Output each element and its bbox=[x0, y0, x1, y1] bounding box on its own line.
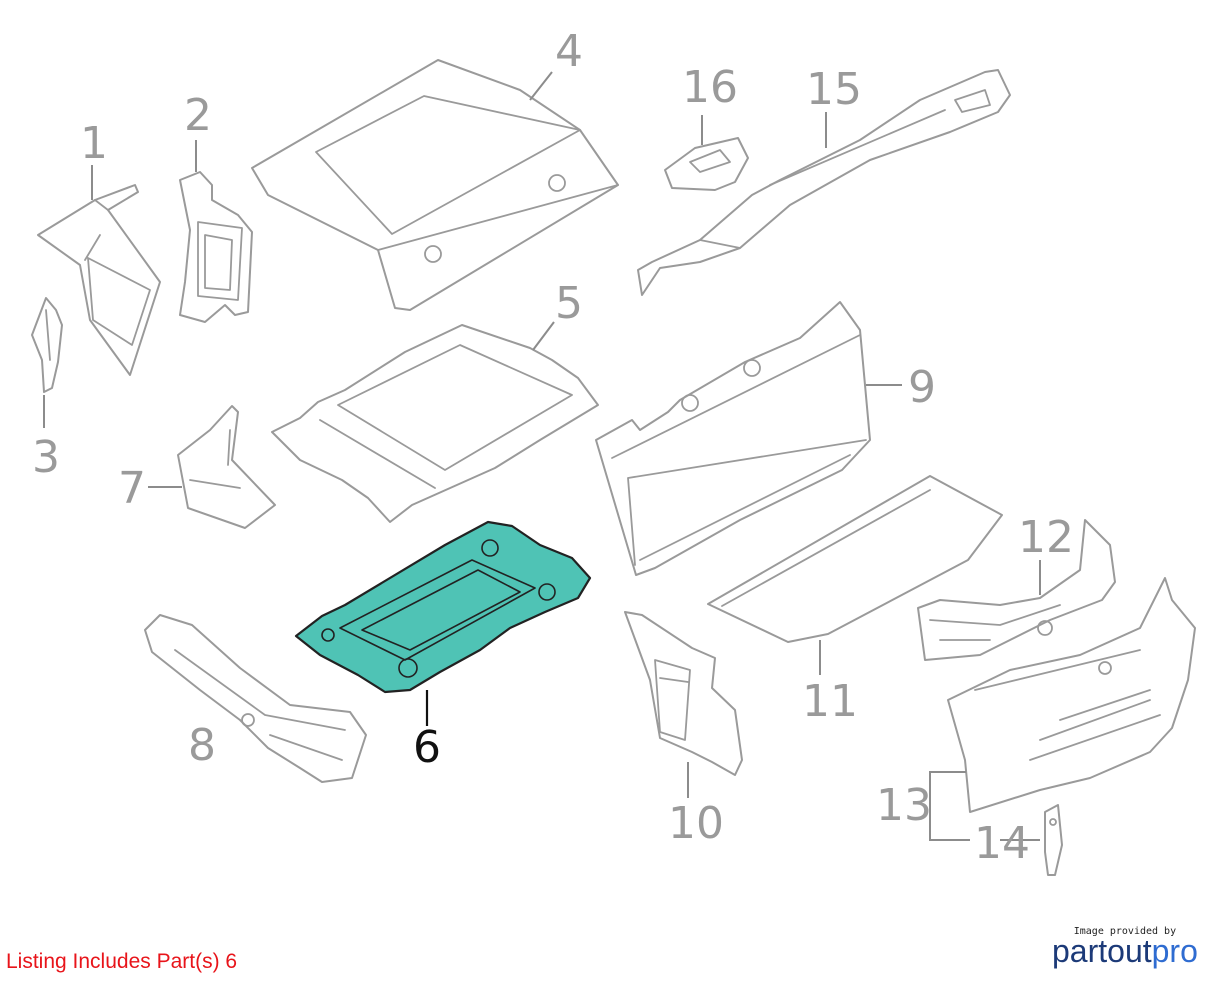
part-10-panel[interactable] bbox=[624, 611, 743, 776]
part-7-bracket[interactable] bbox=[177, 405, 276, 529]
part-15-rail[interactable] bbox=[637, 69, 1011, 296]
callout-10: 10 bbox=[668, 798, 724, 849]
callout-5: 5 bbox=[555, 278, 583, 329]
listing-note: Listing Includes Part(s) 6 bbox=[6, 950, 238, 973]
callout-1: 1 bbox=[80, 118, 108, 169]
provider-logo: partoutpro bbox=[1052, 933, 1198, 970]
part-3-bracket[interactable] bbox=[31, 297, 63, 393]
callout-16: 16 bbox=[682, 62, 738, 113]
part-4-floor-panel[interactable] bbox=[251, 59, 619, 311]
part-12-rail[interactable] bbox=[917, 519, 1116, 661]
part-11-mat[interactable] bbox=[707, 475, 1003, 643]
part-9-panel[interactable] bbox=[595, 301, 871, 576]
callout-2: 2 bbox=[184, 90, 212, 141]
callout-6: 6 bbox=[413, 722, 441, 773]
callout-13: 13 bbox=[876, 780, 932, 831]
part-5-tray[interactable] bbox=[271, 324, 599, 523]
provider-brand: Image provided by partoutpro bbox=[1052, 926, 1198, 970]
callout-12: 12 bbox=[1018, 512, 1074, 563]
part-1-bracket[interactable] bbox=[37, 184, 161, 376]
part-8-rail[interactable] bbox=[144, 614, 367, 783]
provider-caption: Image provided by bbox=[1073, 926, 1177, 937]
provider-logo-part-a: partout bbox=[1052, 933, 1152, 969]
callout-labels: 1 2 3 4 5 6 7 8 9 10 11 12 13 14 15 16 bbox=[32, 26, 1074, 869]
callout-14: 14 bbox=[974, 818, 1030, 869]
provider-logo-part-b: pro bbox=[1151, 933, 1198, 969]
callout-4: 4 bbox=[555, 26, 583, 77]
callout-7: 7 bbox=[118, 463, 146, 514]
callout-15: 15 bbox=[806, 64, 862, 115]
part-13-panel[interactable] bbox=[947, 577, 1196, 813]
callout-8: 8 bbox=[188, 720, 216, 771]
part-2-bracket[interactable] bbox=[179, 171, 253, 323]
part-6-tray-highlighted[interactable] bbox=[294, 520, 592, 694]
leader-lines bbox=[43, 71, 1041, 841]
callout-3: 3 bbox=[32, 432, 60, 483]
part-14-bracket[interactable] bbox=[1044, 804, 1063, 876]
callout-11: 11 bbox=[802, 676, 858, 727]
callout-9: 9 bbox=[908, 362, 936, 413]
part-16-bracket[interactable] bbox=[664, 137, 749, 191]
